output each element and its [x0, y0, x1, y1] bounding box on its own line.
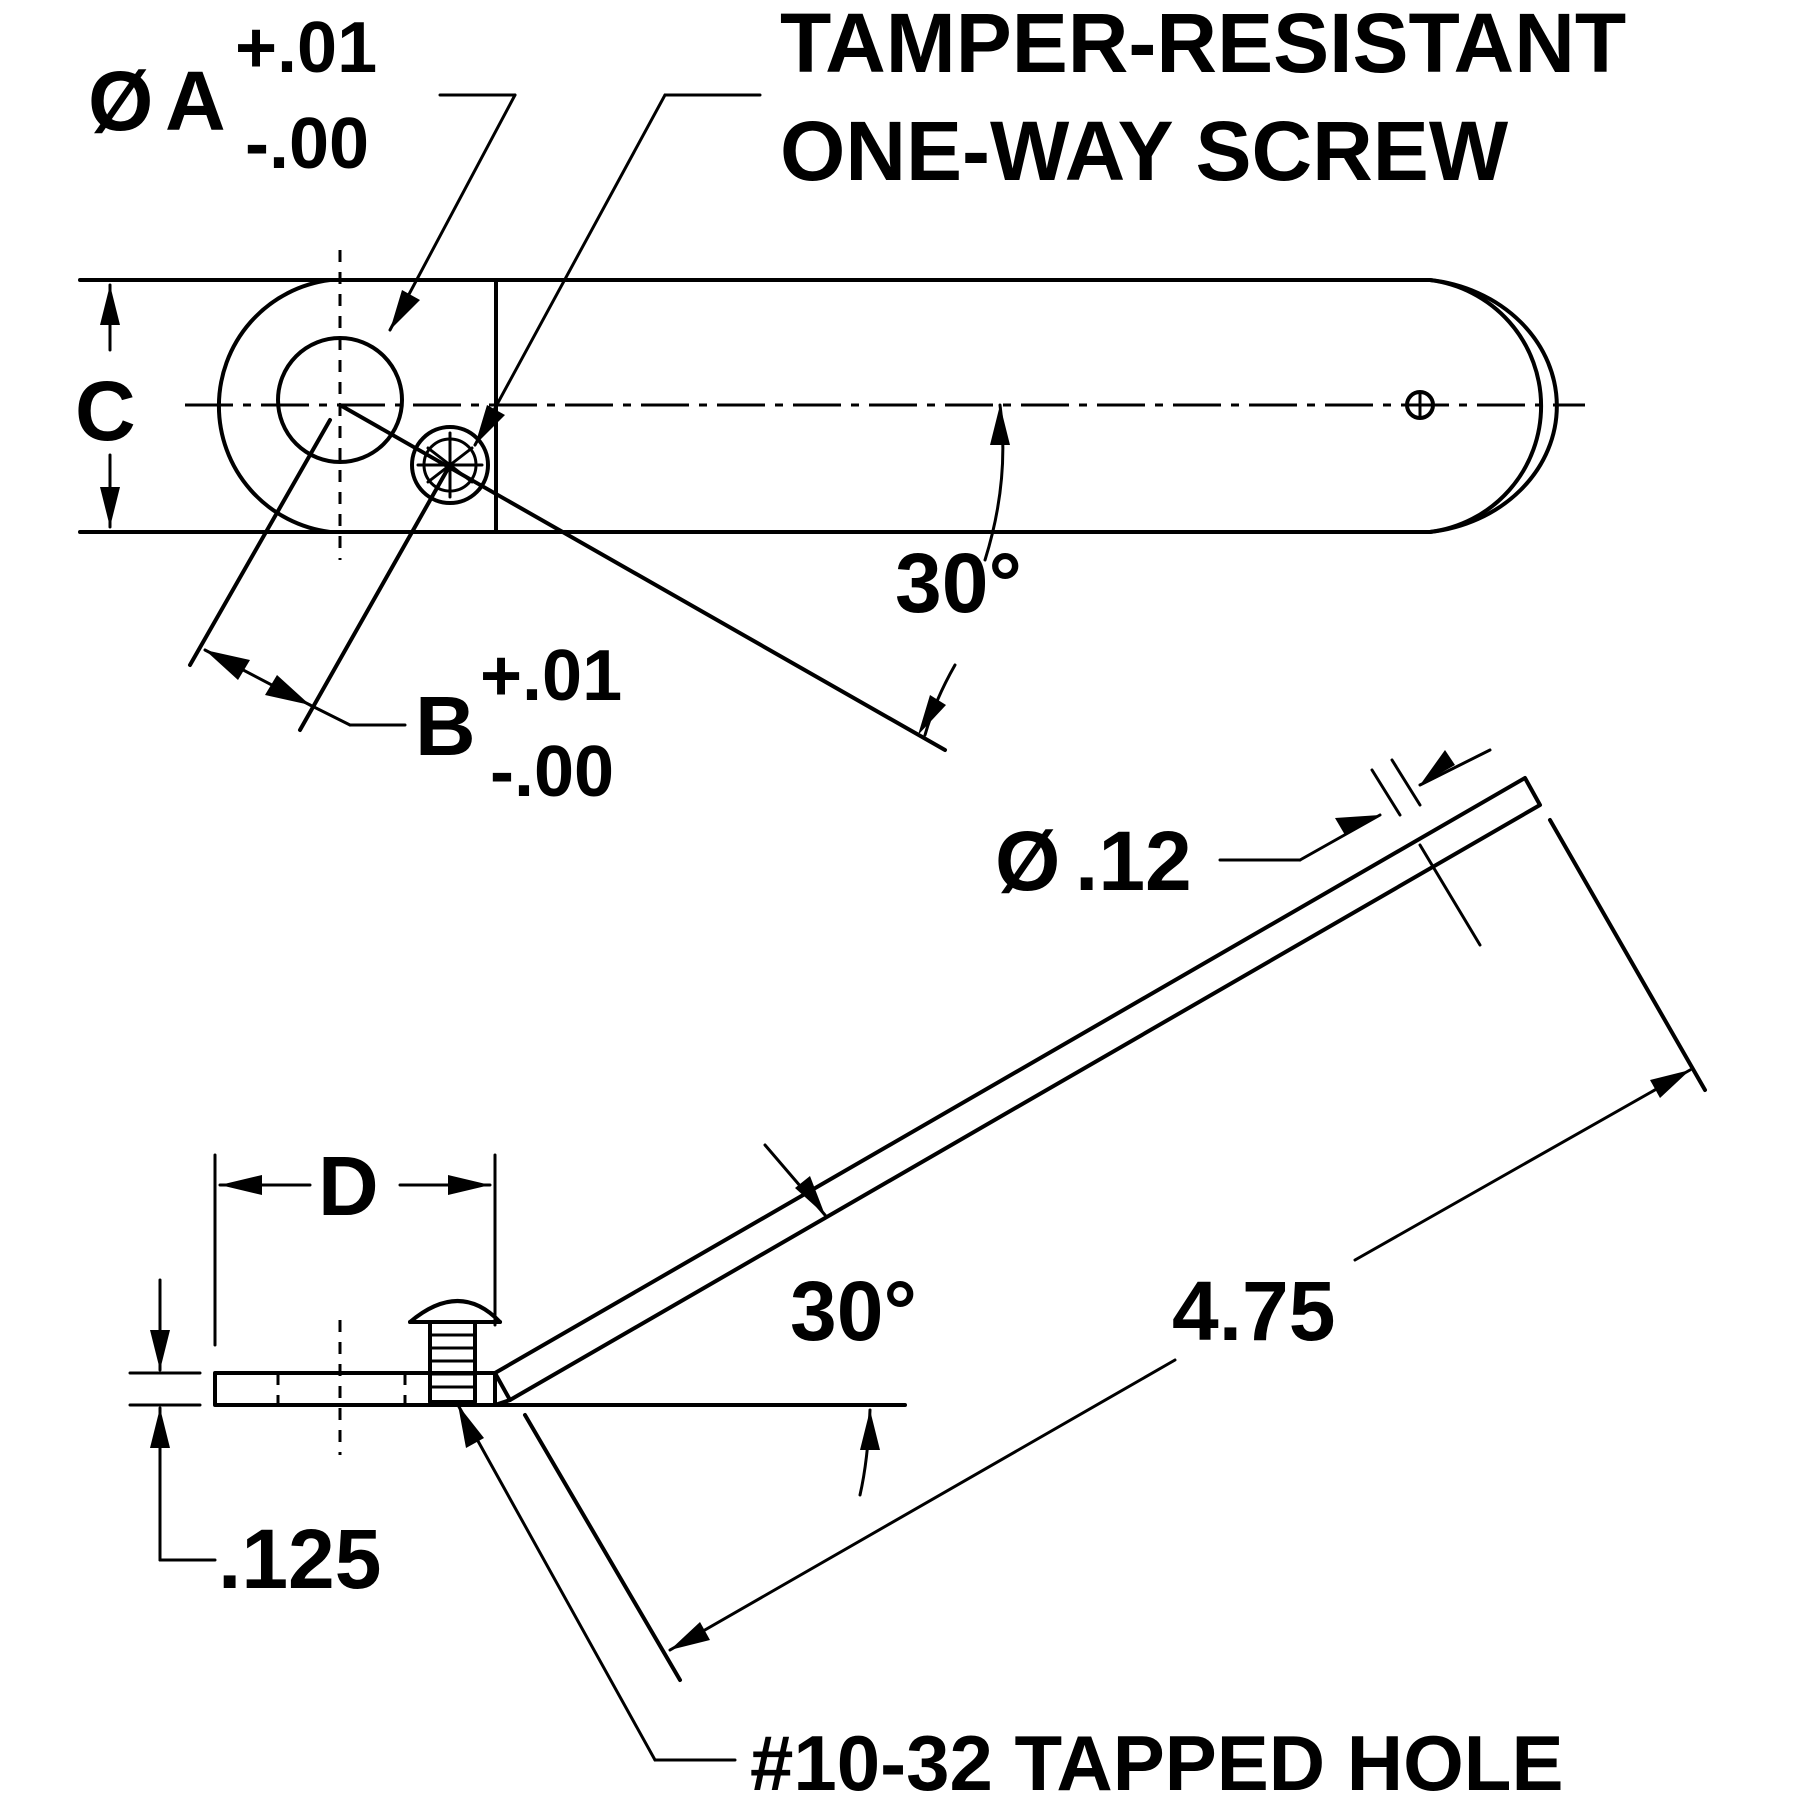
bent-arm — [493, 776, 1542, 1407]
hole-dia-value: .12 — [1075, 814, 1192, 908]
thickness-label: .125 — [218, 1512, 382, 1606]
angle-top-label: 30° — [895, 536, 1022, 630]
dim-a-letter: A — [165, 54, 226, 148]
dim-a-tol-plus: +.01 — [235, 8, 377, 88]
screw-note-line1: TAMPER-RESISTANT — [780, 0, 1626, 90]
dim-d-label: D — [318, 1139, 379, 1233]
dim-b-letter: B — [415, 679, 476, 773]
length-label: 4.75 — [1172, 1264, 1336, 1358]
dim-a-tol-minus: -.00 — [245, 104, 369, 184]
top-view — [78, 93, 1585, 752]
dim-b-tol-minus: -.00 — [490, 732, 614, 812]
angle-bottom-label: 30° — [790, 1264, 917, 1358]
screw-side — [408, 1299, 502, 1404]
dim-c-label: C — [75, 364, 136, 458]
tapped-hole-note: #10-32 TAPPED HOLE — [750, 1719, 1563, 1803]
side-view — [128, 748, 1707, 1762]
dim-b-tol-plus: +.01 — [480, 636, 622, 716]
dim-a-dia-symbol: Ø — [88, 54, 153, 148]
hole-dia-symbol: Ø — [995, 814, 1060, 908]
screw-note-line2: ONE-WAY SCREW — [780, 104, 1509, 198]
pivot-hole — [276, 336, 404, 464]
